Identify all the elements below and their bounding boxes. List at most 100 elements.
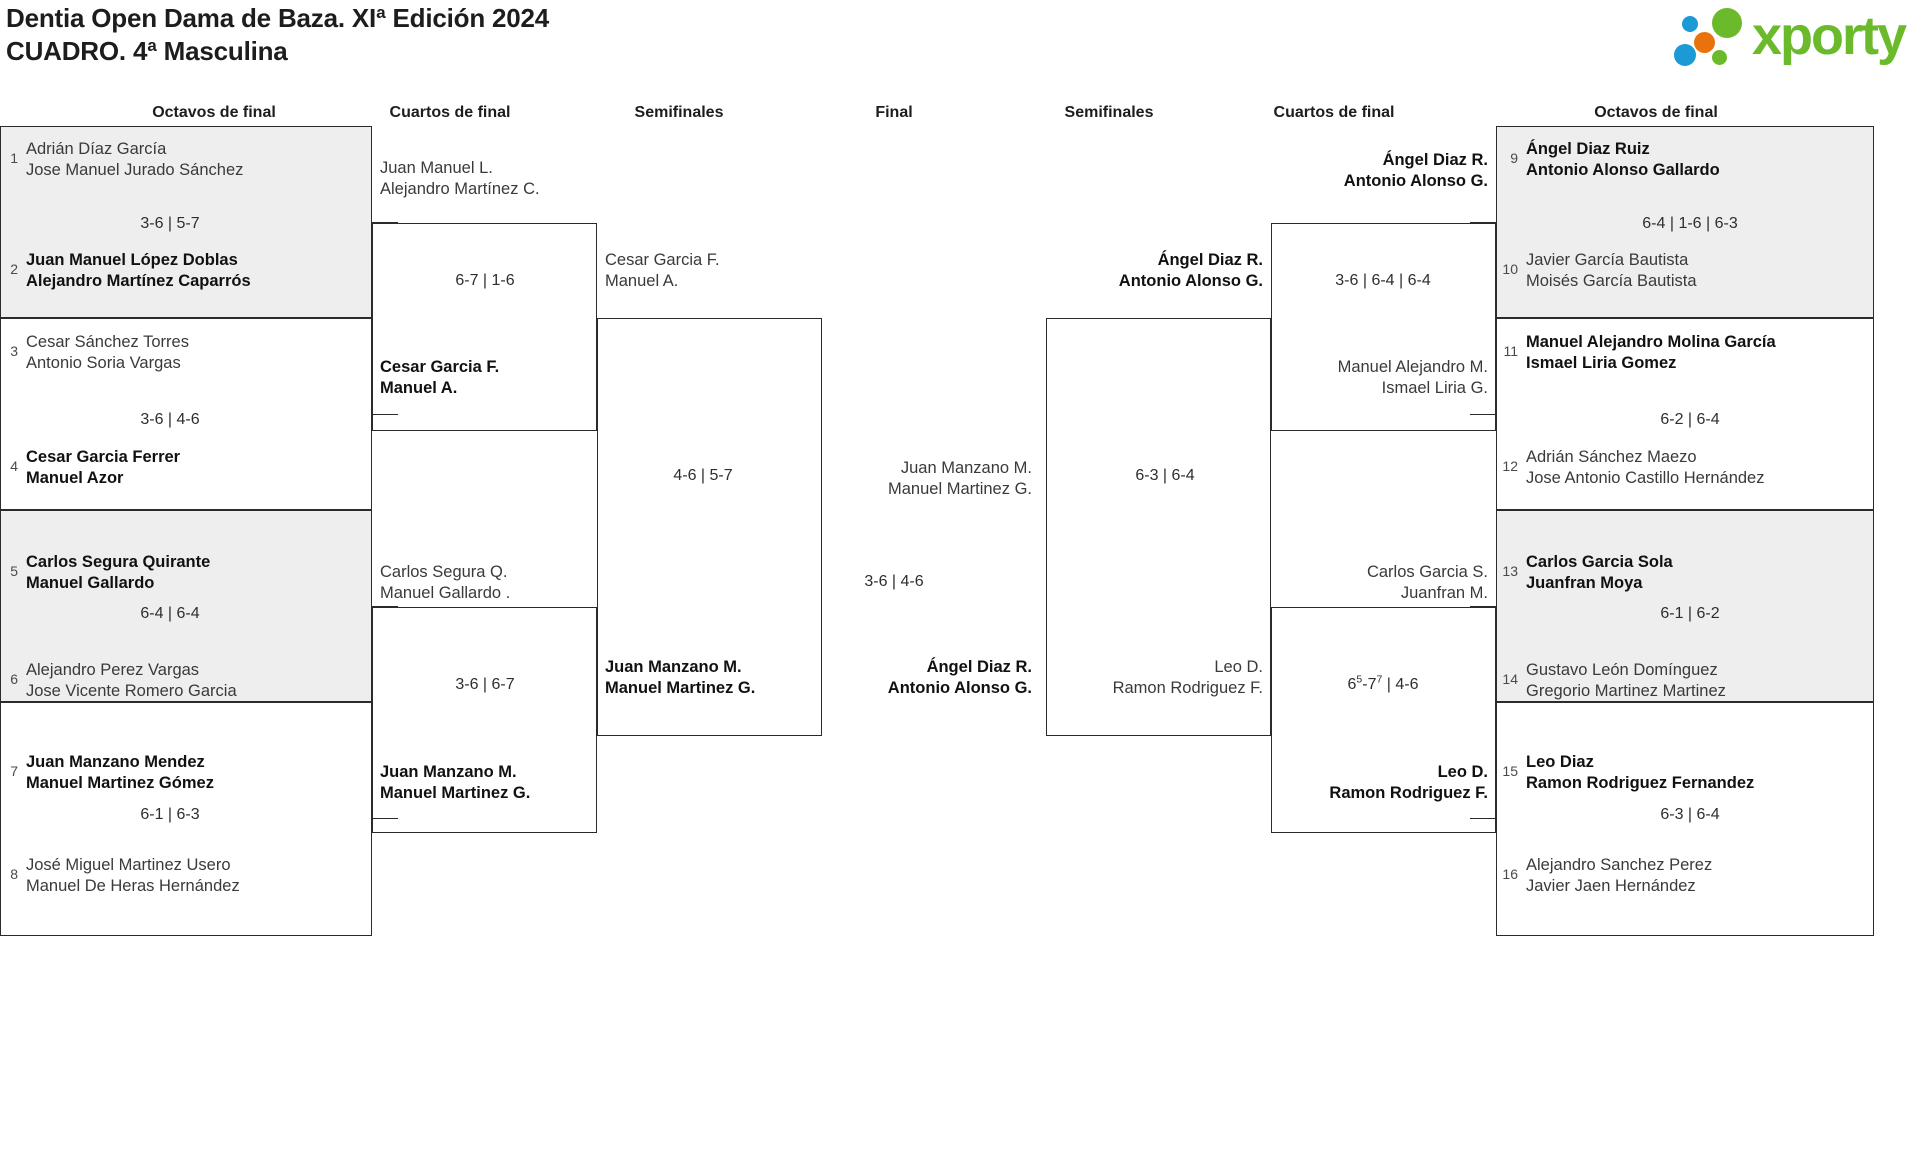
entrant-left-r16-6[interactable]: Alejandro Perez Vargas Jose Vicente Rome…: [26, 660, 237, 702]
player-name: Juan Manuel López Doblas: [26, 251, 238, 269]
entrant-right-qf-2[interactable]: Manuel Alejandro M. Ismael Liria G.: [1279, 357, 1488, 399]
entrant-left-sf-2[interactable]: Juan Manzano M. Manuel Martinez G.: [605, 657, 755, 699]
player-name: Antonio Alonso G.: [887, 678, 1032, 697]
seed-16: 16: [1502, 866, 1518, 882]
match-box-right-r16-1[interactable]: [1496, 126, 1874, 318]
player-name: Cesar Garcia F.: [605, 251, 720, 269]
player-name: Manuel Martinez G.: [380, 783, 531, 802]
seed-10: 10: [1502, 261, 1518, 277]
score-left-r16-3: 6-4 | 6-4: [140, 605, 200, 622]
draw-category: CUADRO. 4ª Masculina: [6, 36, 288, 67]
entrant-left-r16-3[interactable]: Cesar Sánchez Torres Antonio Soria Varga…: [26, 332, 189, 374]
score-left-r16-4: 6-1 | 6-3: [140, 806, 200, 823]
match-box-left-r16-3[interactable]: [0, 510, 372, 702]
tournament-name: Dentia Open Dama de Baza. XIª Edición 20…: [6, 3, 550, 33]
player-name: Antonio Alonso Gallardo: [1526, 160, 1720, 179]
score-left-r16-2: 3-6 | 4-6: [140, 411, 200, 428]
score-right-r16-2: 6-2 | 6-4: [1660, 411, 1720, 428]
player-name: Moisés García Bautista: [1526, 271, 1697, 290]
score-right-r16-1: 6-4 | 1-6 | 6-3: [1642, 215, 1738, 232]
connector-right-r16-3: [1470, 606, 1496, 607]
logo-dots-icon: [1674, 8, 1756, 68]
entrant-left-qf-2[interactable]: Cesar Garcia F. Manuel A.: [380, 357, 499, 399]
entrant-left-qf-1[interactable]: Juan Manuel L. Alejandro Martínez C.: [380, 158, 540, 200]
seed-6: 6: [10, 671, 18, 687]
player-name: Carlos Segura Q.: [380, 563, 508, 581]
entrant-final-1[interactable]: Juan Manzano M. Manuel Martinez G.: [750, 458, 1032, 500]
score-right-sf-1: 6-3 | 6-4: [1135, 467, 1195, 484]
player-name: Manuel Martinez G.: [605, 678, 756, 697]
player-name: Ángel Diaz R.: [1157, 251, 1263, 269]
seed-3: 3: [10, 343, 18, 359]
player-name: Javier Jaen Hernández: [1526, 876, 1696, 895]
player-name: Jose Manuel Jurado Sánchez: [26, 160, 244, 179]
score-left-qf-2: 3-6 | 6-7: [455, 676, 515, 693]
match-box-right-r16-3[interactable]: [1496, 510, 1874, 702]
connector-right-r16-1: [1470, 222, 1496, 223]
entrant-left-r16-4[interactable]: Cesar Garcia Ferrer Manuel Azor: [26, 447, 180, 489]
score-left-qf-1: 6-7 | 1-6: [455, 272, 515, 289]
entrant-right-r16-4[interactable]: Adrián Sánchez Maezo Jose Antonio Castil…: [1526, 447, 1764, 489]
entrant-right-sf-1[interactable]: Ángel Diaz R. Antonio Alonso G.: [1046, 250, 1263, 292]
player-name: Antonio Alonso G.: [1118, 271, 1263, 290]
match-box-right-r16-4[interactable]: [1496, 702, 1874, 936]
score-right-qf-1: 3-6 | 6-4 | 6-4: [1335, 272, 1431, 289]
player-name: Carlos Segura Quirante: [26, 553, 211, 571]
match-box-left-qf-2[interactable]: [372, 607, 597, 833]
player-name: Leo D.: [1437, 763, 1488, 781]
match-box-left-r16-4[interactable]: [0, 702, 372, 936]
entrant-right-r16-1[interactable]: Ángel Diaz Ruiz Antonio Alonso Gallardo: [1526, 139, 1720, 181]
entrant-right-r16-8[interactable]: Alejandro Sanchez Perez Javier Jaen Hern…: [1526, 855, 1712, 897]
match-box-right-r16-2[interactable]: [1496, 318, 1874, 510]
entrant-right-r16-2[interactable]: Javier García Bautista Moisés García Bau…: [1526, 250, 1697, 292]
seed-14: 14: [1502, 671, 1518, 687]
entrant-right-qf-4[interactable]: Leo D. Ramon Rodriguez F.: [1279, 762, 1488, 804]
entrant-right-r16-6[interactable]: Gustavo León Domínguez Gregorio Martinez…: [1526, 660, 1726, 702]
player-name: Ramon Rodriguez Fernandez: [1526, 773, 1755, 792]
seed-12: 12: [1502, 458, 1518, 474]
player-name: Manuel A.: [380, 378, 458, 397]
player-name: Adrián Díaz García: [26, 140, 167, 158]
entrant-left-qf-4[interactable]: Juan Manzano M. Manuel Martinez G.: [380, 762, 530, 804]
connector-left-r16-4: [372, 818, 398, 819]
entrant-final-2[interactable]: Ángel Diaz R. Antonio Alonso G.: [750, 657, 1032, 699]
seed-1: 1: [10, 150, 18, 166]
entrant-right-qf-1[interactable]: Ángel Diaz R. Antonio Alonso G.: [1279, 150, 1488, 192]
xporty-logo[interactable]: xporty: [1674, 6, 1907, 70]
match-box-right-qf-2[interactable]: [1271, 607, 1496, 833]
entrant-left-r16-8[interactable]: José Miguel Martinez Usero Manuel De Her…: [26, 855, 240, 897]
entrant-left-r16-2[interactable]: Juan Manuel López Doblas Alejandro Martí…: [26, 250, 251, 292]
player-name: Manuel A.: [605, 271, 679, 290]
match-box-left-qf-1[interactable]: [372, 223, 597, 431]
match-box-right-qf-1[interactable]: [1271, 223, 1496, 431]
player-name: Jose Antonio Castillo Hernández: [1526, 468, 1765, 487]
player-name: Antonio Soria Vargas: [26, 353, 181, 372]
entrant-right-r16-7[interactable]: Leo Diaz Ramon Rodriguez Fernandez: [1526, 752, 1754, 794]
player-name: Leo D.: [1214, 658, 1263, 676]
match-box-left-r16-1[interactable]: [0, 126, 372, 318]
entrant-left-r16-1[interactable]: Adrián Díaz García Jose Manuel Jurado Sá…: [26, 139, 243, 181]
seed-15: 15: [1502, 763, 1518, 779]
player-name: Juanfran M.: [1400, 583, 1488, 602]
seed-9: 9: [1510, 150, 1518, 166]
entrant-right-qf-3[interactable]: Carlos Garcia S. Juanfran M.: [1279, 562, 1488, 604]
player-name: Juan Manuel L.: [380, 159, 493, 177]
player-name: Adrián Sánchez Maezo: [1526, 448, 1697, 466]
player-name: Alejandro Perez Vargas: [26, 661, 200, 679]
match-box-right-sf-1[interactable]: [1046, 318, 1271, 736]
match-box-left-r16-2[interactable]: [0, 318, 372, 510]
entrant-right-r16-3[interactable]: Manuel Alejandro Molina García Ismael Li…: [1526, 332, 1776, 374]
entrant-left-qf-3[interactable]: Carlos Segura Q. Manuel Gallardo .: [380, 562, 510, 604]
player-name: Carlos Garcia S.: [1366, 563, 1488, 581]
entrant-left-r16-5[interactable]: Carlos Segura Quirante Manuel Gallardo: [26, 552, 210, 594]
score-right-qf-2: 65-77 | 4-6: [1347, 673, 1419, 693]
entrant-left-sf-1[interactable]: Cesar Garcia F. Manuel A.: [605, 250, 720, 292]
round-header-left-sf: Semifinales: [634, 104, 724, 121]
entrant-left-r16-7[interactable]: Juan Manzano Mendez Manuel Martinez Góme…: [26, 752, 214, 794]
logo-wordmark: xporty: [1752, 6, 1907, 66]
player-name: Ángel Diaz R.: [1382, 151, 1488, 169]
match-box-left-sf-1[interactable]: [597, 318, 822, 736]
entrant-right-r16-5[interactable]: Carlos Garcia Sola Juanfran Moya: [1526, 552, 1673, 594]
entrant-right-sf-2[interactable]: Leo D. Ramon Rodriguez F.: [1046, 657, 1263, 699]
player-name: Cesar Garcia Ferrer: [26, 448, 181, 466]
